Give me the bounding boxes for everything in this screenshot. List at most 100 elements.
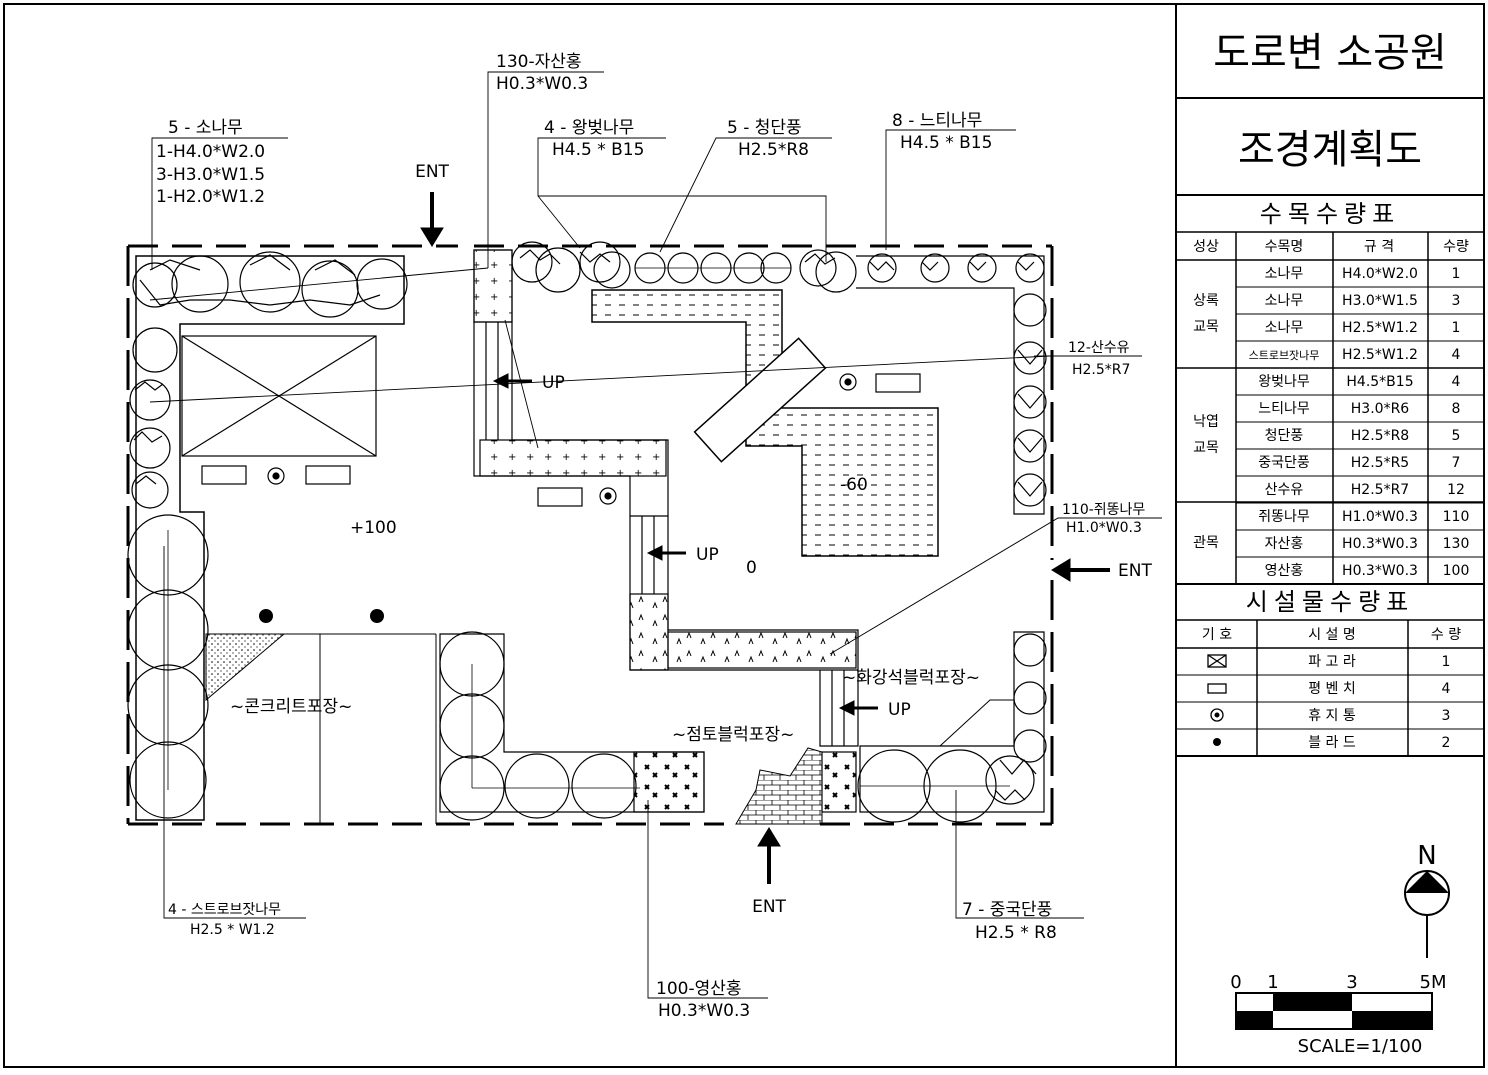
tree-row-name: 느티나무 (1258, 401, 1310, 417)
tree-row-spec: H3.0*R6 (1351, 401, 1410, 417)
tree-row-qty: 3 (1452, 293, 1461, 309)
label-pine-spec-2: 3-H3.0*W1.5 (156, 165, 265, 185)
tree-row-spec: H2.5*R8 (1351, 428, 1409, 444)
tree-table-title: 수목수량표 (1260, 200, 1400, 228)
tree-header-type: 성상 (1193, 239, 1219, 255)
plan-labels: 130-자산홍 H0.3*W0.3 5 - 소나무 1-H4.0*W2.0 3-… (156, 52, 1152, 1021)
north-letter: N (1417, 841, 1436, 871)
tree-row-name: 소나무 (1265, 293, 1304, 309)
facility-header-symbol: 기 호 (1202, 627, 1232, 643)
tree-row-name: 소나무 (1265, 266, 1304, 282)
site-boundary (126, 244, 1054, 826)
sheet-border (3, 3, 1485, 1068)
tree-row-qty: 100 (1443, 563, 1470, 579)
label-granite-paving: ~화강석블럭포장~ (842, 668, 980, 688)
up-arrows (492, 373, 878, 716)
label-clay-paving: ~점토블럭포장~ (672, 725, 794, 745)
label-pine-spec-1: 1-H4.0*W2.0 (156, 142, 265, 162)
group-deciduous-2: 교목 (1193, 440, 1219, 456)
clay-brick-paving (735, 747, 823, 825)
pine-trees (129, 251, 408, 509)
group-shrub-1: 관목 (1193, 535, 1219, 551)
title-line-1: 도로변 소공원 (1213, 30, 1447, 76)
label-privet-count: 110-쥐똥나무 (1062, 502, 1145, 518)
label-strobus-count: 4 - 스트로브잣나무 (168, 902, 281, 918)
tree-header-spec: 규 격 (1364, 239, 1394, 255)
pergola (181, 335, 377, 457)
label-up-2: UP (696, 545, 719, 565)
label-maple-spec: H2.5*R8 (738, 140, 809, 160)
tree-row-spec: H0.3*W0.3 (1342, 563, 1418, 579)
east-privet-hedge (1013, 293, 1047, 507)
tree-row-qty: 110 (1443, 509, 1470, 525)
tree-header-qty: 수량 (1443, 239, 1469, 255)
tree-row-name: 왕벚나무 (1258, 374, 1310, 390)
tree-row-spec: H4.0*W2.0 (1342, 266, 1418, 282)
label-cherry-spec: H4.5 * B15 (552, 140, 644, 160)
tree-row-name: 쥐똥나무 (1258, 509, 1310, 525)
label-jasanhong-count: 130-자산홍 (496, 52, 582, 72)
label-strobus-spec: H2.5 * W1.2 (190, 922, 275, 938)
tree-row-name: 영산홍 (1265, 563, 1304, 579)
tree-row-qty: 1 (1452, 266, 1461, 282)
facility-row-name: 평 벤 치 (1308, 681, 1356, 697)
label-up-1: UP (542, 373, 565, 393)
label-up-3: UP (888, 700, 911, 720)
label-level-0: 0 (746, 558, 757, 578)
tree-row-name: 청단풍 (1265, 428, 1304, 444)
group-evergreen-2: 교목 (1193, 319, 1219, 335)
label-trident-spec: H2.5 * R8 (975, 923, 1057, 943)
tree-row-name: 소나무 (1265, 320, 1304, 336)
bench-symbol (1207, 683, 1227, 694)
bollard-symbol (1213, 738, 1221, 746)
tree-row-spec: H2.5*W1.2 (1342, 347, 1418, 363)
tree-row-spec: H1.0*W0.3 (1342, 509, 1418, 525)
north-trees (511, 241, 1045, 293)
strobus-pine-column (127, 514, 209, 819)
scale-tick-0: 0 (1230, 972, 1241, 993)
benches-and-trash (201, 373, 921, 507)
facility-row-name: 블 라 드 (1308, 735, 1356, 751)
label-cornus-count: 12-산수유 (1068, 340, 1130, 356)
label-privet-spec: H1.0*W0.3 (1066, 520, 1142, 536)
label-pine-spec-3: 1-H2.0*W1.2 (156, 187, 265, 207)
title-line-2: 조경계획도 (1238, 127, 1422, 173)
facility-row-name: 휴 지 통 (1308, 708, 1356, 724)
label-ent-east: ENT (1118, 561, 1152, 581)
facility-row-name: 파 고 라 (1308, 654, 1356, 670)
pergola-symbol (1207, 654, 1227, 668)
facility-header-name: 시 설 명 (1308, 627, 1356, 643)
facility-row-qty: 1 (1442, 654, 1451, 670)
tree-row-qty: 5 (1452, 428, 1461, 444)
tree-row-qty: 12 (1447, 482, 1465, 498)
bollard (370, 609, 384, 623)
tree-row-qty: 130 (1443, 536, 1470, 552)
bollard (259, 609, 273, 623)
southeast-trees (857, 633, 1047, 823)
group-deciduous-1: 낙엽 (1193, 414, 1219, 430)
label-cornus-spec: H2.5*R7 (1072, 362, 1130, 378)
tree-row-qty: 7 (1452, 455, 1461, 471)
facility-header-qty: 수 량 (1431, 627, 1461, 643)
tree-row-spec: H2.5*R7 (1351, 482, 1409, 498)
label-trident-count: 7 - 중국단풍 (962, 900, 1052, 920)
tree-header-name: 수목명 (1265, 239, 1304, 255)
entrance-arrows (420, 192, 1110, 884)
scale-bar: 0 1 3 5M SCALE=1/100 (1230, 972, 1446, 1057)
tree-row-spec: H4.5*B15 (1346, 374, 1413, 390)
central-stairs (473, 249, 859, 747)
tree-row-name: 중국단풍 (1258, 455, 1310, 471)
trash-can-symbol (1210, 708, 1224, 722)
label-zelkova-spec: H4.5 * B15 (900, 133, 992, 153)
label-level-60: -60 (840, 475, 868, 495)
tree-row-qty: 8 (1452, 401, 1461, 417)
label-ent-north: ENT (415, 162, 449, 182)
tree-row-qty: 1 (1452, 320, 1461, 336)
label-jasanhong-spec: H0.3*W0.3 (496, 74, 588, 94)
tree-row-spec: H3.0*W1.5 (1342, 293, 1418, 309)
tree-row-spec: H2.5*W1.2 (1342, 320, 1418, 336)
scale-text: SCALE=1/100 (1298, 1036, 1423, 1057)
title-block: 도로변 소공원 조경계획도 수목수량표 성상 수목명 규 격 수량 상록 교목 … (1176, 30, 1484, 1057)
